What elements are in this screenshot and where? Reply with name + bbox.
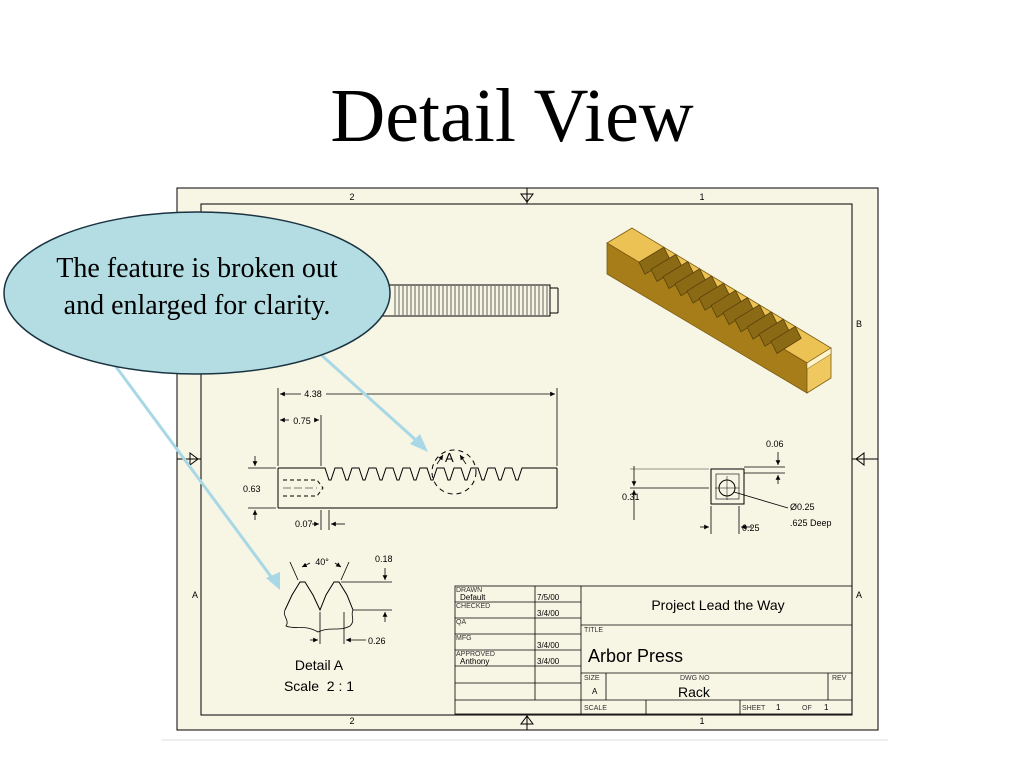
tb-mfg-label: MFG <box>456 635 472 642</box>
tb-checked-label: CHECKED <box>456 603 490 610</box>
tb-company: Project Lead the Way <box>651 597 784 613</box>
tb-dwg-value: Rack <box>678 684 711 700</box>
tb-drawn-value: Default <box>460 593 486 602</box>
zone-label-top-left: 2 <box>349 192 354 202</box>
tb-of-label: OF <box>802 705 812 712</box>
side-view-dimensions <box>630 452 789 534</box>
dim-hole: Ø0.25 <box>790 502 815 512</box>
tb-size-label: SIZE <box>584 675 600 682</box>
zone-label-bottom-right: 1 <box>699 716 704 726</box>
rack-side-view <box>710 468 745 505</box>
callout-leader-arrows <box>266 434 428 590</box>
callout-bubble <box>3 211 391 375</box>
zone-label-left-lower: A <box>192 590 198 600</box>
tb-rev-label: REV <box>832 675 847 682</box>
dim-side-width: 0.06 <box>766 439 784 449</box>
tb-mfg-date: 3/4/00 <box>537 641 560 650</box>
centering-marks <box>177 188 878 730</box>
rack-isometric-view <box>606 227 832 394</box>
dim-height: 0.63 <box>243 484 261 494</box>
dim-gap: 0.07 <box>295 519 313 529</box>
tb-drawn-date: 7/5/00 <box>537 593 560 602</box>
dim-side-offset: 0.25 <box>742 523 760 533</box>
zone-label-top-right: 1 <box>699 192 704 202</box>
dim-tooth-spacing: 0.26 <box>368 636 386 646</box>
tb-approved-value: Anthony <box>460 657 489 666</box>
tb-sheet-value: 1 <box>776 703 781 712</box>
dim-side-height: 0.31 <box>622 492 640 502</box>
tb-qa-label: QA <box>456 619 466 626</box>
tb-scale-label: SCALE <box>584 705 607 712</box>
zone-label-right-lower: A <box>856 590 862 600</box>
detail-a-dimensions <box>289 561 392 644</box>
detail-scale: Scale 2 : 1 <box>284 678 354 694</box>
detail-a-view <box>283 581 354 633</box>
tb-drawn-label: DRAWN <box>456 587 482 594</box>
title-block <box>454 585 853 715</box>
slide-title: Detail View <box>330 74 694 158</box>
zone-label-bottom-left: 2 <box>349 716 354 726</box>
zone-label-right-upper: B <box>856 319 862 329</box>
dim-tooth-angle: 40° <box>315 557 329 567</box>
callout-leaders <box>112 350 420 584</box>
tb-dwg-label: DWG NO <box>680 675 710 682</box>
tb-approved-date: 3/4/00 <box>537 657 560 666</box>
detail-label: Detail A <box>295 657 344 673</box>
detail-marker: A <box>445 450 454 465</box>
tb-sheet-label: SHEET <box>742 705 766 712</box>
tb-of-value: 1 <box>824 703 829 712</box>
tb-checked-date: 3/4/00 <box>537 609 560 618</box>
tb-size-value: A <box>592 687 598 696</box>
dim-offset: 0.75 <box>293 416 311 426</box>
tb-title-value: Arbor Press <box>588 646 683 666</box>
rack-front-view <box>277 449 558 509</box>
dim-tooth-height: 0.18 <box>375 554 393 564</box>
tb-title-label: TITLE <box>584 627 603 634</box>
rack-top-view <box>299 284 559 317</box>
dim-overall-length: 4.38 <box>304 389 322 399</box>
tb-approved-label: APPROVED <box>456 651 495 658</box>
dim-hole-depth: .625 Deep <box>790 518 832 528</box>
